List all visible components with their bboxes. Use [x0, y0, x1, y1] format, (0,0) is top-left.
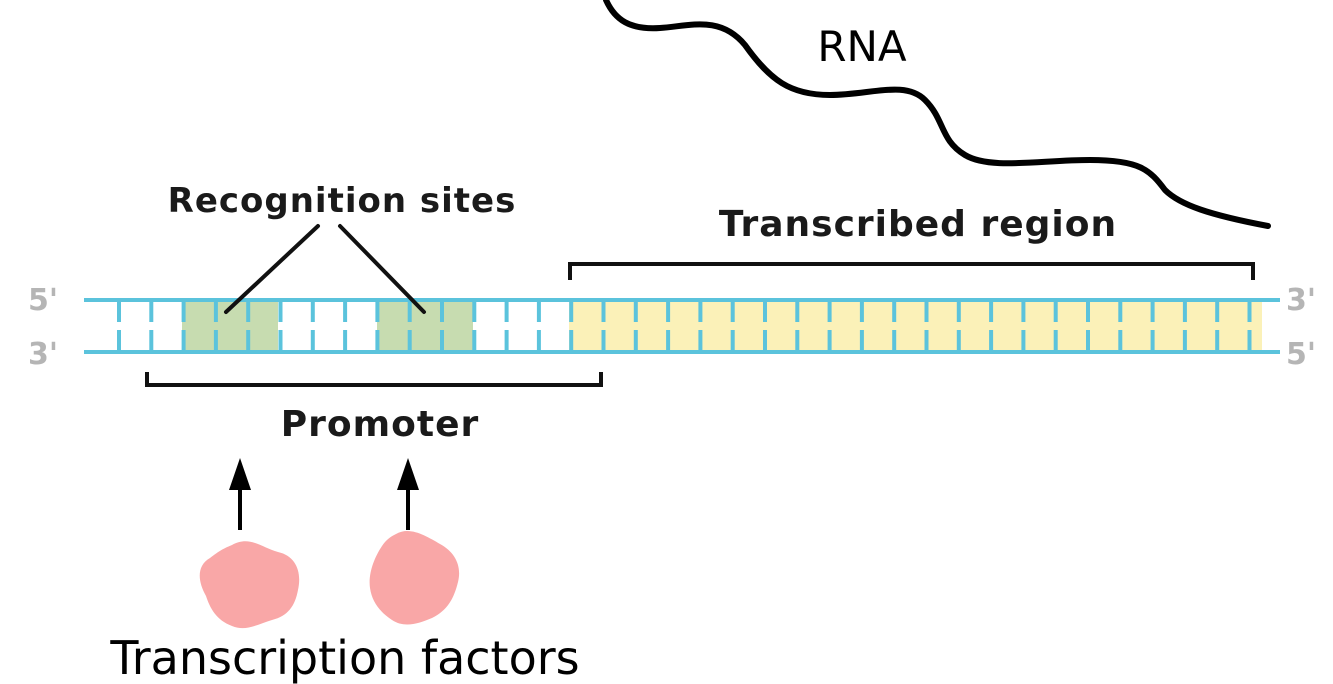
- transcribed-region-fill: [569, 300, 1262, 352]
- transcription-factors-label: Transcription factors: [109, 631, 579, 684]
- transcribed-region-bracket: [568, 262, 1255, 280]
- strand-end-bottom-left: 3': [28, 337, 58, 372]
- recognition-pointer-1: [224, 224, 320, 314]
- recognition-sites-label: Recognition sites: [168, 181, 517, 221]
- strand-end-top-right: 3': [1286, 283, 1316, 318]
- promoter-bracket: [145, 372, 603, 387]
- promoter-label: Promoter: [281, 404, 480, 445]
- strand-end-bottom-right: 5': [1286, 337, 1316, 372]
- transcription-factor-blob-2: [369, 531, 460, 625]
- strand-end-top-left: 5': [28, 283, 58, 318]
- transcribed-region-label: Transcribed region: [719, 204, 1117, 245]
- recognition-site-2: [377, 300, 473, 352]
- rna-strand: [603, 0, 1271, 229]
- transcription-factor-blob-1: [199, 541, 300, 629]
- factor-arrow-1-head: [229, 458, 251, 490]
- base-pair-rungs: [117, 300, 1252, 352]
- recognition-pointer-2: [338, 224, 426, 314]
- factor-arrow-2-head: [397, 458, 419, 490]
- rna-label: RNA: [817, 22, 907, 71]
